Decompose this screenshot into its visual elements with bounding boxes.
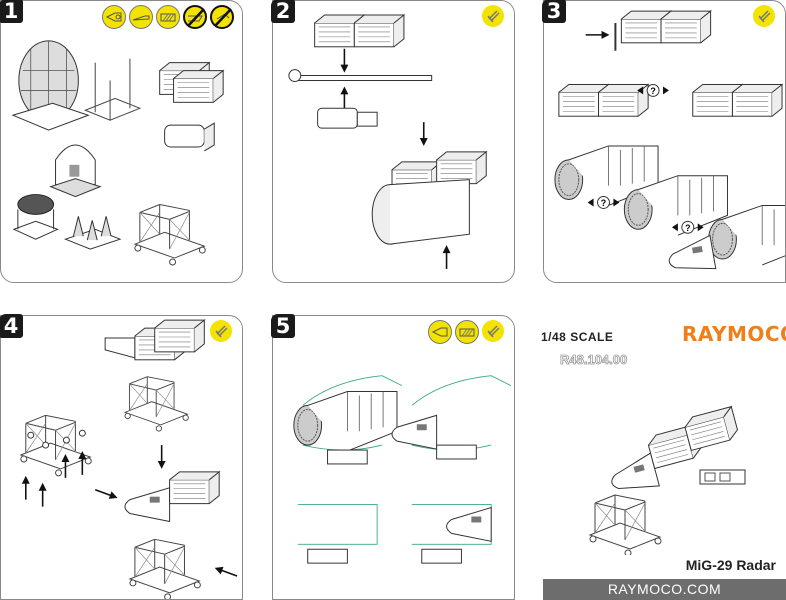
product-title: MiG-29 Radar bbox=[685, 557, 776, 573]
brand-logo: RAYMOCO bbox=[682, 322, 786, 346]
step-3-options-illustration bbox=[554, 10, 785, 277]
step-2-panel: 2 bbox=[271, 0, 515, 283]
step-number: 1 bbox=[0, 0, 23, 23]
rail-part bbox=[288, 69, 433, 82]
step-5-panel: 5 bbox=[271, 314, 515, 600]
step-number: 2 bbox=[271, 0, 295, 23]
step-4-stand-illustration bbox=[20, 319, 240, 599]
antenna-part bbox=[12, 194, 59, 240]
cutter-icon bbox=[428, 320, 452, 344]
no-glue-icon bbox=[210, 5, 234, 29]
step-3-panel: 3 bbox=[542, 0, 786, 283]
dome-part bbox=[49, 144, 102, 198]
file-icon bbox=[455, 320, 479, 344]
step-4-panel: 4 bbox=[0, 314, 243, 600]
tool-icons bbox=[428, 320, 506, 344]
dish-assembly bbox=[371, 179, 470, 245]
step-5-fuselage-illustration bbox=[293, 375, 512, 564]
stand-part bbox=[134, 203, 206, 266]
knife-icon bbox=[129, 5, 153, 29]
step-2-assembly-illustration bbox=[288, 14, 487, 270]
finished-model-illustration bbox=[589, 406, 746, 555]
step-number: 5 bbox=[271, 314, 295, 338]
frame-part bbox=[83, 58, 142, 121]
tool-icons bbox=[102, 5, 234, 29]
cutter-icon bbox=[102, 5, 126, 29]
file-icon bbox=[156, 5, 180, 29]
product-code: R48.104.00 bbox=[560, 352, 628, 368]
scale-label: 1/48 SCALE bbox=[541, 330, 614, 344]
website-banner[interactable]: RAYMOCO.COM bbox=[543, 579, 786, 600]
step-1-panel: 1 bbox=[0, 0, 243, 283]
housing-part bbox=[164, 122, 215, 152]
spikes-part bbox=[64, 216, 122, 250]
step-1-parts-illustration bbox=[11, 40, 224, 266]
radar-dish-part bbox=[11, 40, 90, 131]
step-number: 4 bbox=[0, 314, 23, 338]
no-bend-icon bbox=[183, 5, 207, 29]
step-number: 3 bbox=[542, 0, 566, 23]
electronics-block-part bbox=[159, 62, 224, 103]
